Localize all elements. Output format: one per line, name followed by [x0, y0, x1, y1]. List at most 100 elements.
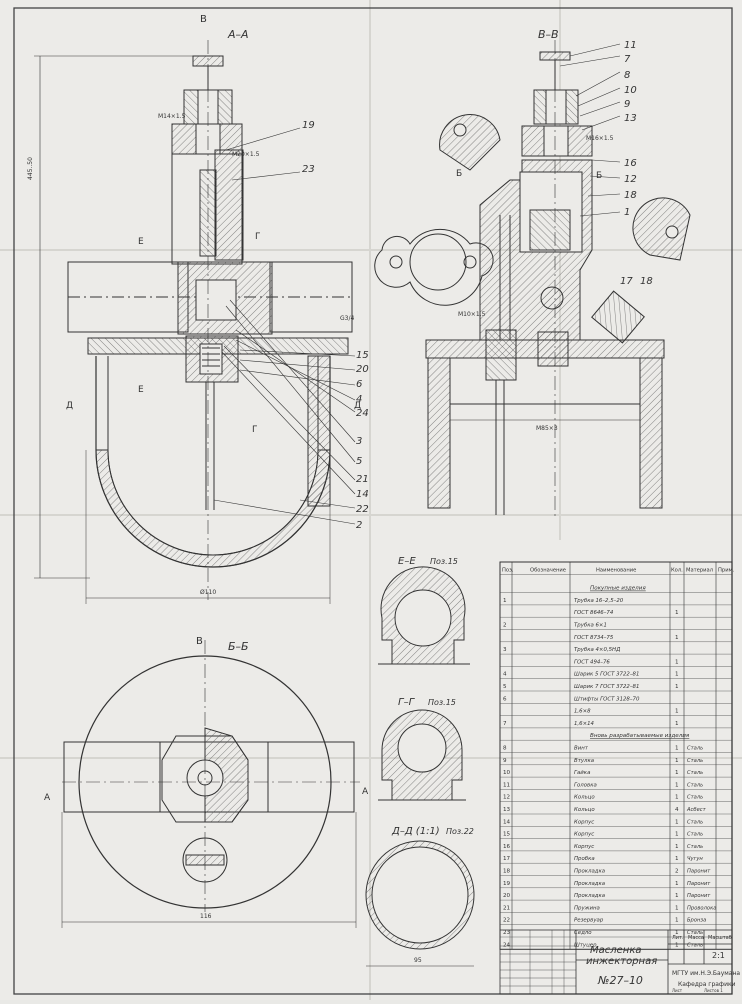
col-mass: Масса	[688, 935, 704, 941]
spec-name-cell: ГОСТ 8734–75	[574, 635, 614, 641]
spec-qty-cell: 1	[675, 893, 679, 899]
spec-qty-cell: 1	[675, 905, 679, 911]
spec-pos-cell: 13	[503, 807, 511, 813]
callout: 6	[356, 379, 362, 390]
spec-pos-cell: 22	[503, 918, 510, 924]
section-mark-v: В	[200, 14, 207, 25]
section-g-g-title: Г–Г	[398, 697, 416, 708]
section-mark-g-top: Г	[255, 232, 261, 242]
callouts-left: 19 23 15 20 6 4 24 3 5 21 14 22 2	[302, 120, 369, 531]
spec-name-cell: Трубка 4×0,5НД	[574, 647, 620, 653]
spec-name-cell: Пружина	[574, 905, 600, 911]
spec-qty-cell: 1	[675, 684, 679, 690]
section-e-e	[378, 566, 470, 665]
callout: 13	[624, 113, 637, 124]
callouts-right: 11 7 8 10 9 13 16 12 18 1 17 18	[620, 40, 653, 287]
org-line2: Кафедра графики	[678, 981, 736, 988]
spec-name-cell: Корпус	[574, 832, 594, 838]
spec-qty-cell: 4	[675, 807, 679, 813]
view-a-a-title: А–А	[227, 28, 249, 41]
title-line1: Масленка	[590, 945, 642, 956]
spec-qty-cell: 1	[675, 856, 679, 862]
title-line2: инжекторная	[586, 956, 657, 967]
sheets-label: Листов 1	[704, 988, 723, 993]
spec-qty-cell: 1	[675, 672, 679, 678]
spec-name-cell: Втулка	[574, 758, 594, 764]
view-b-b	[61, 640, 360, 928]
spec-qty-cell: 1	[675, 782, 679, 788]
callout: 5	[356, 456, 362, 467]
dim-m16: М16×1.5	[586, 135, 614, 142]
spec-qty-cell: 1	[675, 659, 679, 665]
spec-material-cell: Сталь	[687, 942, 703, 948]
section-mark-a-left: А	[44, 793, 51, 803]
spec-name-cell: Штуцер	[574, 942, 597, 948]
spec-name-cell: Прокладка	[574, 869, 605, 875]
callout: 20	[356, 364, 369, 375]
spec-qty-cell: 1	[675, 795, 679, 801]
spec-material-cell: Сталь	[687, 844, 703, 850]
spec-qty-cell: 1	[675, 610, 679, 616]
section-mark-e-bottom: Е	[138, 385, 144, 395]
spec-name-cell: Пробка	[574, 856, 595, 862]
spec-pos-cell: 8	[503, 746, 507, 752]
callout: 19	[302, 120, 315, 131]
section-g-g-note: Поз.15	[428, 698, 456, 707]
spec-pos-cell: 24	[503, 942, 511, 948]
dim-m20: М20×1.5	[232, 151, 260, 158]
dim-g34: G3/4	[340, 315, 354, 322]
section-d-d-note: Поз.22	[446, 827, 474, 836]
section-mark-e-top: Е	[138, 237, 144, 247]
spec-material-cell: Сталь	[687, 758, 703, 764]
dim-m14: М14×1.5	[158, 113, 186, 120]
spec-material-cell: Сталь	[687, 819, 703, 825]
spec-pos-cell: 17	[503, 856, 511, 862]
doc-number: №27–10	[597, 974, 643, 987]
spec-qty-cell: 1	[675, 770, 679, 776]
spec-qty-cell: 1	[675, 721, 679, 727]
spec-name-cell: ГОСТ 494–76	[574, 659, 610, 665]
callout: 14	[356, 489, 369, 500]
spec-header-cell: Поз.	[502, 567, 514, 573]
col-lit: Лит.	[672, 935, 684, 941]
spec-material-cell: Проволока	[687, 905, 716, 911]
spec-header-cell: Наименование	[596, 567, 636, 573]
spec-qty-cell: 1	[675, 758, 679, 764]
spec-qty-cell: 1	[675, 942, 679, 948]
spec-name-cell: Шарик 5 ГОСТ 3722–81	[574, 672, 639, 678]
spec-name-cell: Корпус	[574, 844, 594, 850]
spec-pos-cell: 14	[503, 819, 511, 825]
section-mark-b-right: Б	[596, 171, 602, 181]
callout: 21	[356, 474, 369, 485]
callout: 17	[620, 276, 633, 287]
spec-pos-cell: 11	[503, 782, 511, 788]
section-mark-d-right: Д	[354, 401, 361, 411]
spec-material-cell: Паронит	[687, 881, 711, 887]
spec-name-cell: Седло	[574, 930, 592, 936]
spec-name-cell: Прокладка	[574, 881, 605, 887]
section-e-e-note: Поз.15	[430, 557, 458, 566]
spec-name-cell: Кольцо	[574, 807, 595, 813]
callout: 7	[624, 54, 631, 65]
dim-height: 445..50	[27, 157, 34, 180]
section-d-d	[365, 840, 475, 967]
spec-qty-cell: 1	[675, 918, 679, 924]
callout: 3	[356, 436, 362, 447]
spec-pos-cell: 3	[503, 647, 507, 653]
spec-name-cell: Корпус	[574, 819, 594, 825]
section-mark-v-bottom: В	[196, 636, 203, 647]
spec-section-title: Вновь разрабатываемые изделия	[590, 733, 690, 739]
callout: 10	[624, 85, 637, 96]
spec-name-cell: Винт	[574, 746, 589, 752]
spec-pos-cell: 15	[503, 832, 511, 838]
spec-name-cell: Головка	[574, 782, 597, 788]
sheet-label: Лист	[672, 988, 683, 993]
callout: 1	[624, 207, 630, 218]
spec-header-cell: Материал	[686, 567, 713, 573]
callout: 9	[624, 99, 630, 110]
spec-material-cell: Сталь	[687, 930, 703, 936]
spec-pos-cell: 2	[503, 623, 507, 629]
callout: 12	[624, 174, 637, 185]
view-a-a	[34, 40, 356, 604]
